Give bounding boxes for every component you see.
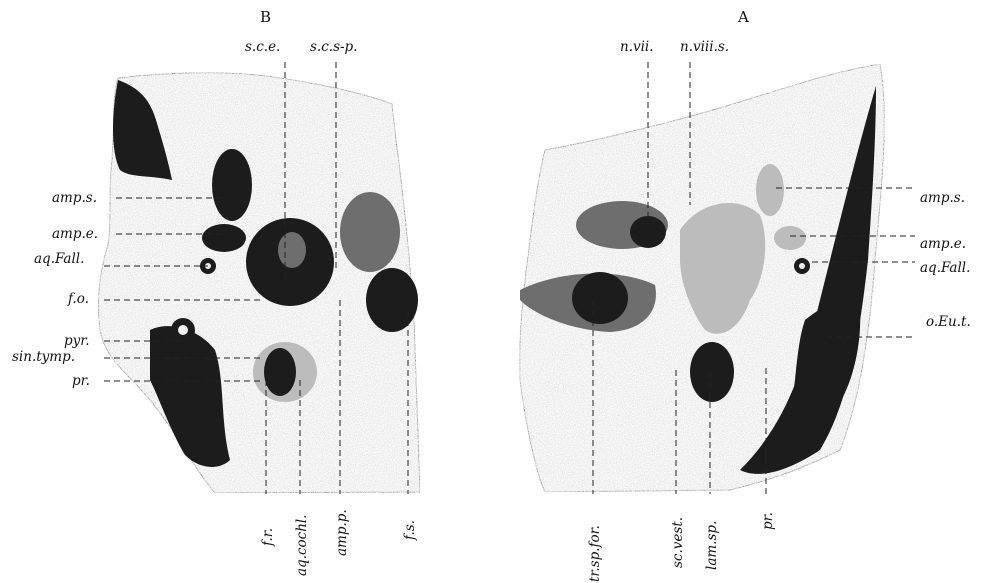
a-label-aq-fall: aq.Fall.	[920, 260, 970, 276]
b-label-aq-fall: aq.Fall.	[34, 251, 84, 267]
a-label-tr-sp-for: tr.sp.for.	[587, 525, 603, 582]
b-label-sin-tymp: sin.tymp.	[12, 349, 75, 365]
b-label-f-o: f.o.	[67, 291, 89, 307]
b-label-amp-p: amp.p.	[334, 509, 350, 556]
b-f-s-shape	[366, 268, 418, 332]
specimen-a	[520, 64, 885, 492]
b-label-amp-s: amp.s.	[52, 190, 97, 206]
a-amp-s-shape	[756, 164, 784, 216]
a-amp-e-shape	[774, 226, 806, 250]
b-amp-e-shape	[202, 224, 246, 252]
panel-a-heading: A	[737, 8, 749, 26]
a-label-amp-s: amp.s.	[920, 190, 965, 206]
a-label-pr: pr.	[760, 512, 776, 530]
b-round-window	[264, 348, 296, 396]
b-label-f-r: f.r.	[260, 528, 276, 547]
b-label-s-c-e: s.c.e.	[245, 39, 280, 55]
a-label-o-eu-t: o.Eu.t.	[926, 314, 971, 330]
a-lam-sp-shape	[690, 342, 734, 402]
a-label-n-viii-s: n.viii.s.	[680, 39, 729, 55]
specimen-b	[98, 73, 420, 493]
b-label-f-s: f.s.	[402, 520, 418, 541]
a-n-vii-dark	[630, 216, 666, 248]
b-ssc-lumen	[278, 232, 306, 268]
panel-b-heading: B	[260, 8, 271, 26]
a-label-amp-e: amp.e.	[920, 236, 966, 252]
b-canal-upper-right	[340, 192, 400, 272]
a-label-sc-vest: sc.vest.	[670, 517, 686, 568]
a-tr-sp-for-dark	[572, 272, 628, 324]
b-label-s-c-s-p: s.c.s-p.	[310, 39, 358, 55]
b-label-aq-cochl: aq.cochl.	[294, 514, 310, 576]
a-label-lam-sp: lam.sp.	[704, 521, 720, 570]
a-label-n-vii: n.vii.	[620, 39, 654, 55]
a-aq-fall-core	[799, 263, 805, 269]
b-label-amp-e: amp.e.	[52, 226, 98, 242]
b-amp-s-shape	[212, 149, 252, 221]
b-label-pyr: pyr.	[64, 333, 90, 349]
b-pyr-core	[178, 325, 188, 335]
b-label-pr: pr.	[72, 373, 90, 389]
